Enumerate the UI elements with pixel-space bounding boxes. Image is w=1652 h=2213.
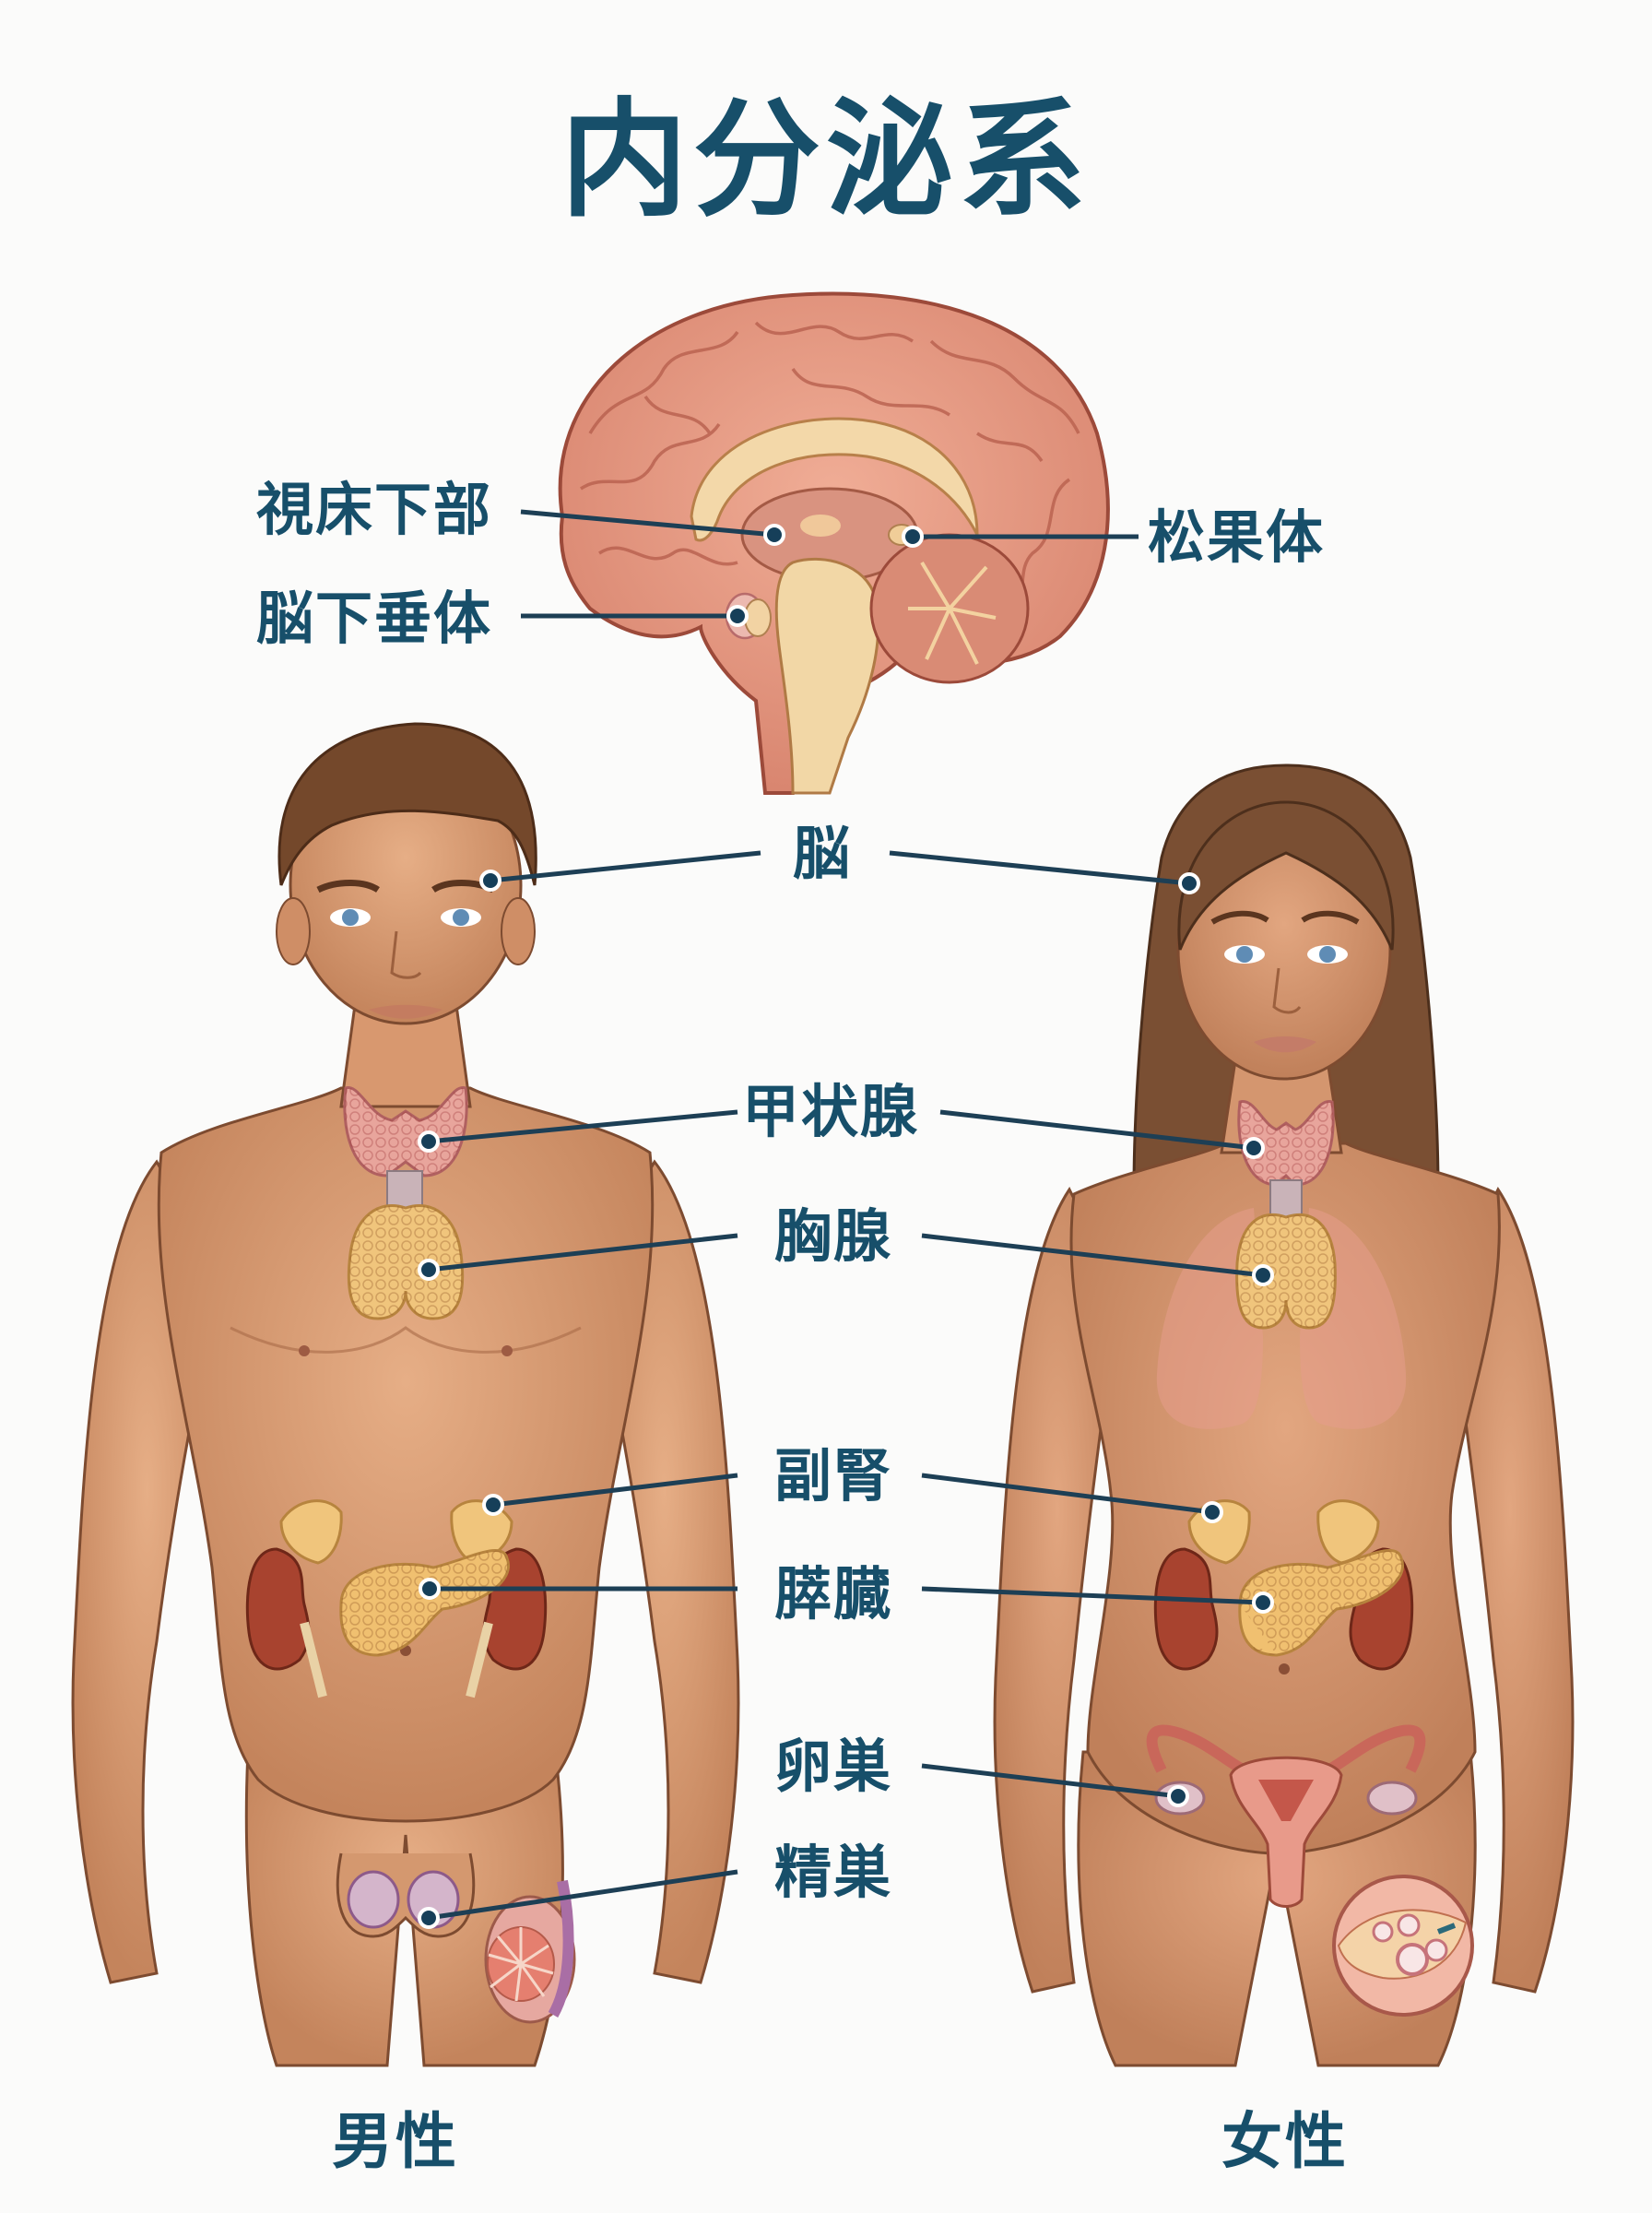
leader-lines <box>428 509 1264 1921</box>
leader-pancreas-female <box>921 1586 1264 1605</box>
leader-thyroid-female <box>939 1109 1255 1151</box>
label-testis: 精巣 <box>774 1839 893 1906</box>
page-title: 内分泌系 <box>560 86 1092 234</box>
brain-sagittal-illustration <box>558 291 1110 795</box>
label-pituitary: 脳下垂体 <box>256 585 493 652</box>
label-thymus: 胸腺 <box>774 1202 893 1270</box>
caption-male: 男性 <box>332 2106 459 2177</box>
leader-adrenal-female <box>921 1473 1213 1515</box>
caption-female: 女性 <box>1221 2106 1349 2177</box>
male-figure <box>71 722 740 2067</box>
leader-brain-male <box>490 850 761 883</box>
leader-thymus-male <box>428 1233 738 1272</box>
label-pineal: 松果体 <box>1148 503 1326 571</box>
label-thyroid: 甲状腺 <box>742 1078 920 1145</box>
leader-hypothalamus <box>520 509 775 538</box>
label-brain: 脳 <box>793 820 853 887</box>
female-figure <box>993 763 1575 2067</box>
label-adrenal: 副腎 <box>774 1442 893 1509</box>
label-hypothalamus: 視床下部 <box>256 476 493 543</box>
label-ovary: 卵巣 <box>774 1733 893 1800</box>
leader-thyroid-male <box>428 1109 738 1144</box>
leader-testis <box>428 1869 738 1921</box>
leader-thymus-female <box>921 1233 1264 1278</box>
leader-adrenal-male <box>492 1473 738 1508</box>
leader-brain-female <box>889 850 1190 886</box>
label-pancreas: 膵臓 <box>774 1560 893 1627</box>
leader-ovary <box>921 1763 1179 1799</box>
leader-dots <box>418 524 1274 1929</box>
